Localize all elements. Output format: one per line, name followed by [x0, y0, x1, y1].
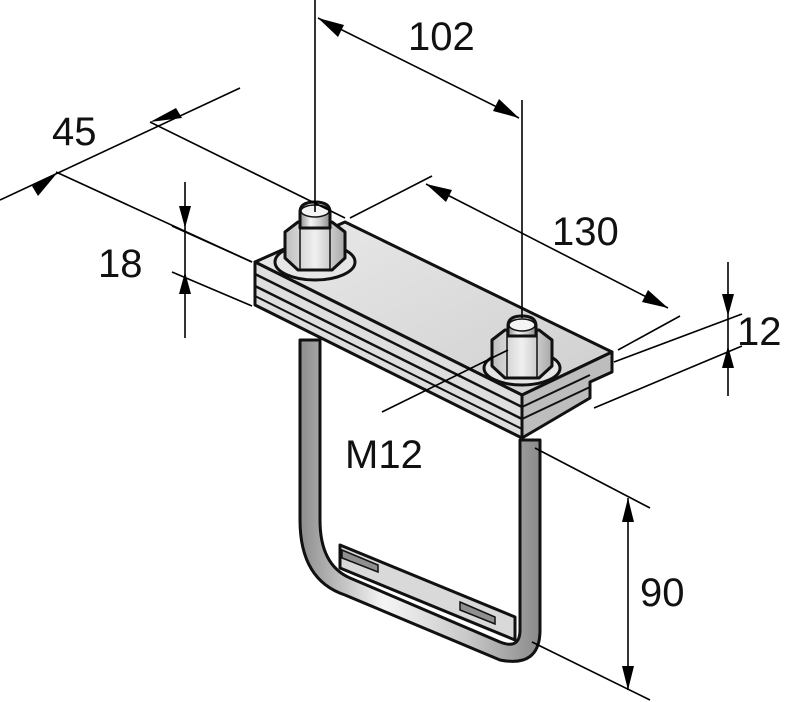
plate-right-layer-2: [521, 386, 591, 420]
height-stack-arrow-top: [179, 206, 191, 228]
dimension-height-stack: 18: [98, 182, 253, 338]
plate-layer-line-1: [254, 272, 523, 409]
depth-label: 45: [52, 110, 97, 154]
plate-right-side: [520, 350, 614, 440]
bracket-height-arrow-bottom: [622, 666, 634, 690]
u-bolt-bottom-bar: [338, 543, 517, 642]
u-bolt-left-leg: [298, 338, 542, 663]
thickness-arrow-top: [722, 294, 734, 316]
spacing-dim-line: [317, 17, 520, 119]
bracket-height-arrow-top: [622, 498, 634, 522]
depth-dim-line: [0, 87, 241, 201]
dimension-plate-thickness: 12: [593, 262, 782, 409]
spacing-arrow-left: [318, 18, 344, 37]
depth-arrow-left: [32, 172, 58, 196]
right-bolt-tip: [508, 318, 536, 332]
length-label: 130: [552, 210, 619, 254]
u-bolt: [298, 338, 542, 663]
thickness-label: 12: [737, 310, 782, 354]
dimension-spacing: 102: [314, 0, 523, 318]
right-nut: [482, 314, 562, 387]
spacing-label: 102: [408, 15, 475, 59]
height-stack-arrow-bottom: [179, 272, 191, 294]
thread-callout: M12: [345, 349, 509, 477]
plate-right-layer-1: [521, 374, 591, 408]
length-arrow-left: [426, 184, 452, 202]
bottom-bar-slot-left: [341, 548, 379, 574]
bottom-bar-slot-right: [459, 600, 496, 626]
spacing-arrow-right: [493, 99, 519, 118]
plate-layer-line-3: [254, 295, 523, 430]
left-nut-edges: [299, 222, 331, 270]
depth-arrow-right: [150, 108, 182, 122]
thickness-arrow-bottom: [722, 346, 734, 368]
height-stack-label: 18: [98, 242, 143, 286]
plate-layer-line-2: [254, 284, 523, 421]
right-nut-edges: [506, 330, 538, 378]
thread-label: M12: [345, 433, 423, 477]
bracket-height-label: 90: [640, 571, 685, 615]
dimension-bracket-height: 90: [531, 447, 685, 701]
dimension-length: 130: [349, 175, 681, 351]
left-nut: [273, 200, 357, 282]
length-dim-line: [425, 183, 669, 309]
thread-leader-line: [381, 349, 509, 413]
length-arrow-right: [642, 290, 668, 308]
